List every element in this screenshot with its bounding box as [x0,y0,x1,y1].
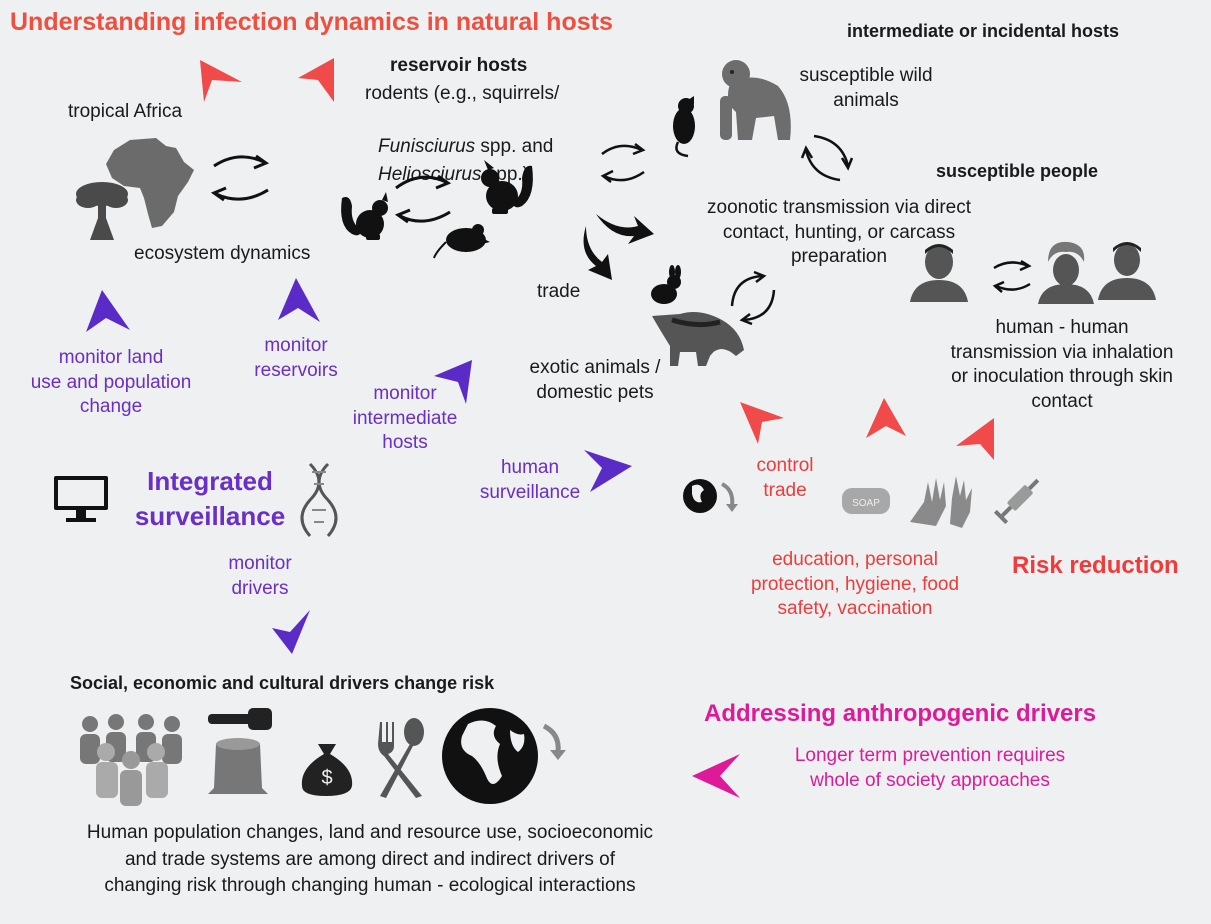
cycle-arrows-icon [394,174,452,224]
monitor-reservoirs-label: monitor reservoirs [254,335,338,381]
red-arrowhead-icon [740,402,784,444]
heliosciurus-genus: Heliosciurus [378,163,482,185]
control-trade-label: control trade [756,455,814,501]
red-arrowhead-icon [866,398,906,438]
cycle-arrows-icon [800,134,854,182]
reservoir-line2-rest: spp. and [475,135,554,157]
integrated-surveillance-heading: Integrated surveillance [134,466,286,532]
monitor-drivers-label: monitor drivers [228,553,292,599]
tree-icon [76,182,128,240]
cycle-arrows-icon [210,154,270,202]
magenta-arrowhead-icon [692,754,740,798]
purple-arrowhead-icon [434,360,472,404]
rabbit-icon [651,265,681,304]
globe-icon [683,479,738,513]
anteater-icon [652,312,744,366]
flow-arrow-icon [596,214,654,244]
purple-arrowhead-icon [584,450,632,492]
red-arrowhead-icon [298,58,334,102]
chainsaw-stump-icon [208,708,272,794]
soap-icon: SOAP [842,488,890,514]
person-icon [910,244,968,302]
red-arrowhead-icon [956,418,994,460]
person-icon [1098,242,1156,300]
syringe-icon [993,478,1040,525]
risk-reduction-heading: Risk reduction [1012,552,1179,579]
cycle-arrows-icon [992,259,1032,293]
monitor-land-use-label: monitor land use and population change [30,347,192,418]
money-bag-icon: $ [301,744,353,796]
diagram-title: Understanding infection dynamics in natu… [10,8,613,36]
risk-reduction-measures-label: education, personal protection, hygiene,… [750,549,960,620]
reservoir-hosts-line1: rodents (e.g., squirrels/ [365,83,560,104]
rat-icon [673,96,695,158]
reservoir-hosts-line2: Funisciurus spp. and [378,110,553,159]
exotic-animals-label: exotic animals / domestic pets [529,357,661,403]
globe-icon [442,708,566,804]
soap-label: SOAP [852,498,880,509]
drivers-heading: Social, economic and cultural drivers ch… [70,673,495,693]
fork-spoon-icon [378,718,424,798]
dollar-label: $ [321,767,332,789]
flow-arrow-icon [583,226,612,280]
dna-icon [300,462,338,537]
human-surveillance-label: human surveillance [479,457,581,503]
monitor-intermediate-hosts-label: monitor intermediate hosts [352,383,458,454]
cycle-arrows-icon [600,143,646,183]
drivers-explanation-text: Human population changes, land and resou… [86,822,654,897]
cycle-arrows-icon [730,270,776,326]
trade-label: trade [537,281,581,302]
gloved-hands-icon [910,476,972,528]
gorilla-icon [720,60,791,140]
addressing-drivers-heading: Addressing anthropogenic drivers [704,700,1097,727]
purple-arrowhead-icon [86,290,130,332]
purple-arrowhead-icon [278,278,320,322]
ecosystem-dynamics-label: ecosystem dynamics [134,243,311,264]
computer-monitor-icon [54,476,108,522]
longer-term-prevention-label: Longer term prevention requires whole of… [794,745,1066,791]
crowd-icon [80,714,182,806]
person-icon [1038,241,1094,304]
funisciurus-genus: Funisciurus [378,135,476,157]
red-arrowhead-icon [200,60,242,102]
intermediate-hosts-heading: intermediate or incidental hosts [847,21,1120,41]
purple-arrowhead-icon [272,610,310,654]
reservoir-hosts-heading: reservoir hosts [390,55,528,76]
zoonotic-transmission-label: zoonotic transmission via direct contact… [707,197,971,268]
squirrel-icon [481,160,533,214]
human-human-transmission-label: human - human transmission via inhalatio… [950,317,1174,413]
mouse-icon [433,224,490,259]
susceptible-wild-animals-label: susceptible wild animals [799,65,933,111]
squirrel-icon [341,192,388,240]
tropical-africa-label: tropical Africa [68,101,183,122]
susceptible-people-heading: susceptible people [936,161,1099,181]
africa-map-icon [106,138,194,228]
